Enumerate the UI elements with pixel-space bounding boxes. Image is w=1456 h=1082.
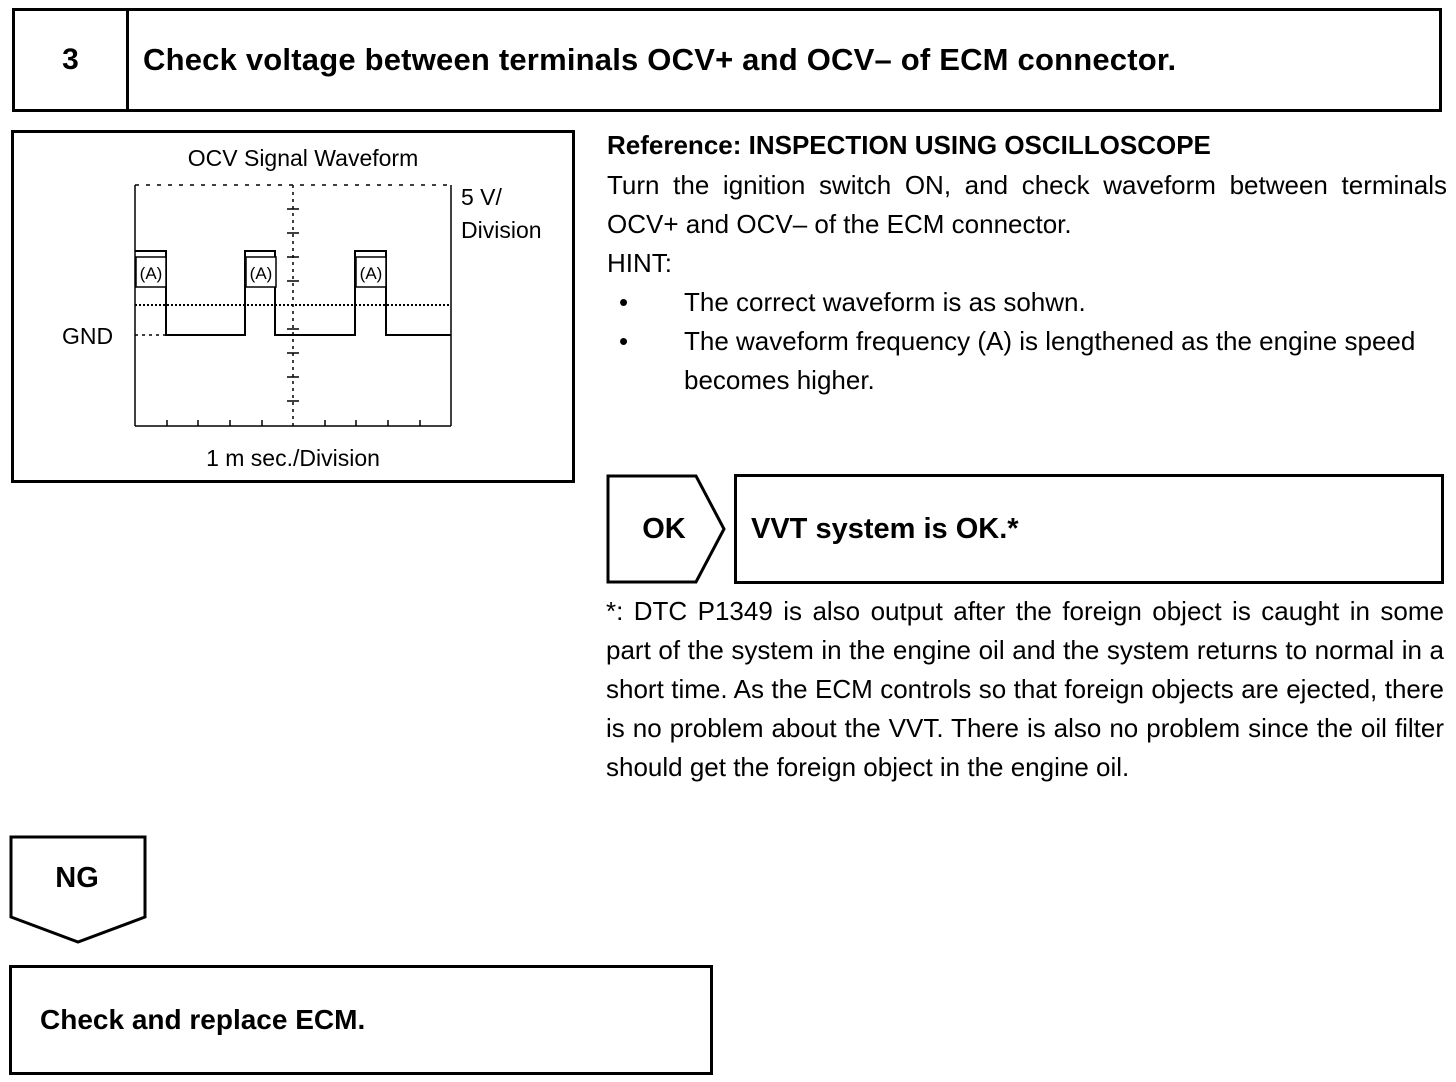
hint-label: HINT: xyxy=(607,248,672,278)
volt-division-label: 5 V/ xyxy=(461,184,503,210)
hint-item: • The correct waveform is as sohwn. xyxy=(607,283,1447,322)
waveform-figure: OCV Signal Waveform xyxy=(11,130,575,483)
step-number: 3 xyxy=(15,11,129,109)
reference-paragraph: Turn the ignition switch ON, and check w… xyxy=(607,170,1447,239)
ok-label: OK xyxy=(642,513,686,545)
scope-grid xyxy=(134,184,452,427)
hint-text: The waveform frequency (A) is lengthened… xyxy=(684,326,1416,395)
reference-heading: Reference: INSPECTION USING OSCILLOSCOPE xyxy=(607,130,1211,160)
action-text: Check and replace ECM. xyxy=(40,1004,366,1035)
pulse-label: (A) xyxy=(140,264,163,283)
gnd-label: GND xyxy=(62,323,113,349)
footnote: *: DTC P1349 is also output after the fo… xyxy=(606,596,1444,782)
pulse-marker-2: (A) xyxy=(245,256,277,288)
pulse-label: (A) xyxy=(250,264,273,283)
waveform-diagram: OCV Signal Waveform xyxy=(62,145,542,471)
volt-division-label-2: Division xyxy=(461,217,542,243)
reference-section: Reference: INSPECTION USING OSCILLOSCOPE… xyxy=(607,128,1447,400)
waveform-title: OCV Signal Waveform xyxy=(188,145,419,171)
bullet-icon: • xyxy=(619,326,629,356)
action-box: Check and replace ECM. xyxy=(9,965,713,1075)
ng-arrow-icon xyxy=(9,835,147,944)
pulse-marker-1: (A) xyxy=(135,256,167,288)
time-division-label: 1 m sec./Division xyxy=(206,445,380,471)
ok-result-box: VVT system is OK.* xyxy=(734,474,1444,584)
step-title: Check voltage between terminals OCV+ and… xyxy=(143,42,1177,77)
ng-label: NG xyxy=(55,862,99,894)
ok-arrow-icon xyxy=(606,474,726,584)
hint-text: The correct waveform is as sohwn. xyxy=(684,287,1086,317)
step-header: 3 Check voltage between terminals OCV+ a… xyxy=(12,8,1442,112)
bullet-icon: • xyxy=(619,287,629,317)
pulse-marker-3: (A) xyxy=(355,256,387,288)
pulse-label: (A) xyxy=(360,264,383,283)
hint-item: • The waveform frequency (A) is lengthen… xyxy=(607,322,1447,400)
ok-result-text: VVT system is OK.* xyxy=(751,513,1019,545)
